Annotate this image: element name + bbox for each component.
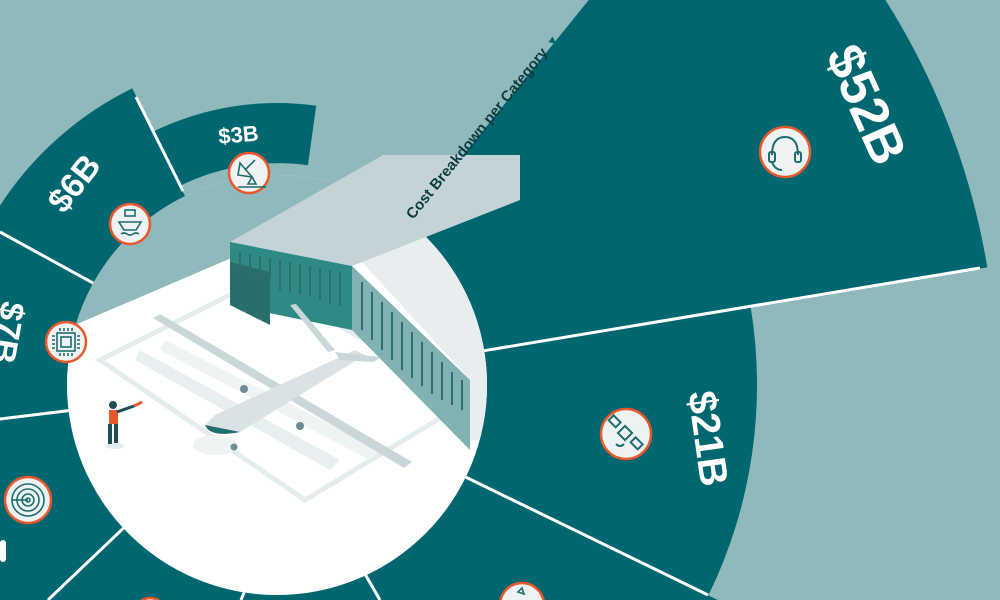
separator-line	[465, 475, 709, 597]
separator-line	[46, 527, 125, 600]
segment-52b[interactable]	[409, 0, 988, 351]
label-partial	[0, 540, 6, 562]
separator-line	[0, 230, 95, 285]
icon-bottom-partial[interactable]	[499, 581, 545, 600]
hangar-roof	[230, 155, 520, 266]
segment-7b[interactable]	[0, 46, 94, 471]
icon-satellite-dish[interactable]	[227, 151, 271, 195]
rocket-icon	[516, 586, 526, 596]
segment-bottom-a[interactable]	[365, 477, 902, 600]
ground-crew-figure	[106, 400, 143, 449]
segment-bottom-b[interactable]	[168, 575, 573, 600]
segment-bottom-c[interactable]	[0, 528, 245, 600]
satellite-dish-icon	[237, 159, 266, 188]
icon-headset[interactable]	[758, 125, 812, 179]
segment-6b[interactable]	[0, 88, 185, 284]
microchip-icon	[52, 328, 80, 356]
separator-line	[364, 574, 382, 600]
segment-separators	[0, 96, 981, 600]
radar-icon	[11, 483, 45, 517]
ship-icon	[117, 209, 143, 236]
hangar-ribs	[239, 252, 463, 410]
segment-radar[interactable]	[0, 410, 124, 600]
icon-satellite[interactable]	[599, 407, 653, 461]
icon-ship[interactable]	[108, 202, 152, 246]
icon-microchip[interactable]	[44, 320, 88, 364]
separator-line	[134, 96, 185, 192]
separator-line	[239, 591, 246, 600]
separator-line	[483, 266, 981, 353]
label-3b: $3B	[217, 121, 259, 149]
icon-radar[interactable]	[3, 475, 53, 525]
satellite-icon	[607, 413, 645, 451]
segment-3b[interactable]	[153, 102, 317, 186]
headset-icon	[768, 135, 802, 171]
drone-illustration	[153, 304, 412, 468]
separator-line	[0, 409, 69, 421]
